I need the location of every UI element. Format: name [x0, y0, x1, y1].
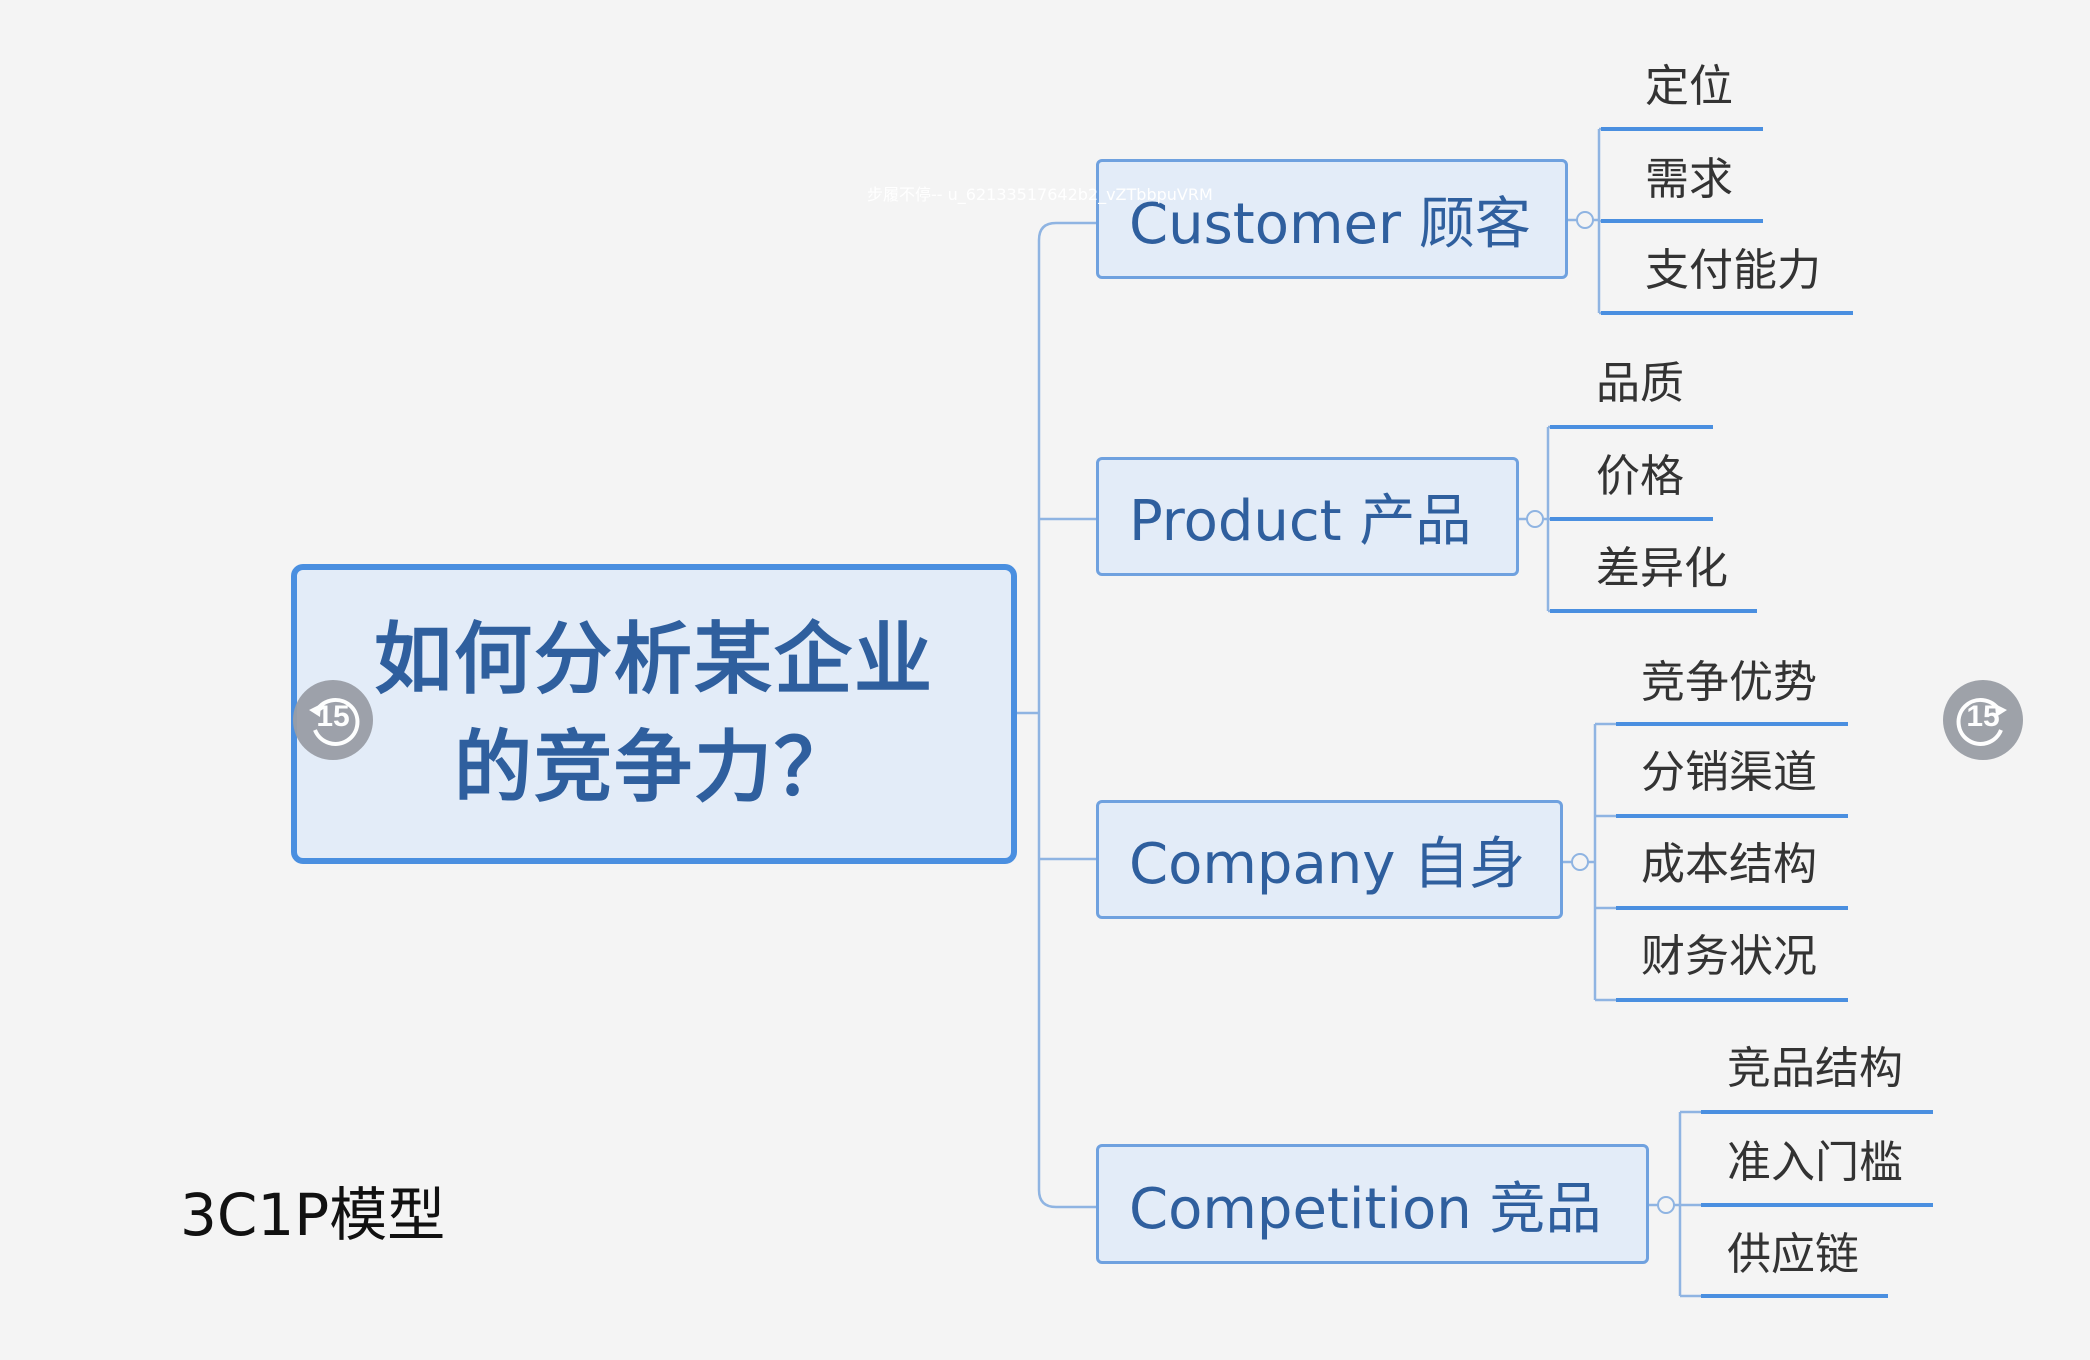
branch-company[interactable]: Company 自身	[1096, 800, 1563, 919]
leaf-financial-status[interactable]: 财务状况	[1641, 931, 1817, 982]
rewind-label: 15	[316, 700, 350, 733]
leaf-quality[interactable]: 品质	[1596, 358, 1684, 409]
branch-customer[interactable]: Customer 顾客	[1096, 159, 1568, 279]
forward-15-icon[interactable]: 15	[1943, 680, 2023, 760]
central-topic[interactable]: 如何分析某企业 的竞争力？	[291, 564, 1017, 864]
central-topic-line1: 如何分析某企业	[373, 615, 934, 705]
forward-arrow-icon	[1956, 697, 2007, 746]
model-label: 3C1P模型	[180, 1181, 446, 1249]
leaf-competitive-advantage[interactable]: 竞争优势	[1641, 657, 1817, 708]
leaf-ability-to-pay[interactable]: 支付能力	[1645, 245, 1821, 296]
collapse-toggle[interactable]	[1526, 510, 1544, 528]
branch-competition[interactable]: Competition 竞品	[1096, 1144, 1649, 1264]
leaf-competitor-structure[interactable]: 竞品结构	[1727, 1043, 1903, 1094]
leaf-cost-structure[interactable]: 成本结构	[1641, 839, 1817, 890]
collapse-toggle[interactable]	[1657, 1196, 1675, 1214]
leaf-differentiation[interactable]: 差异化	[1596, 543, 1728, 594]
rewind-arrow-icon	[309, 697, 360, 746]
leaf-entry-barrier[interactable]: 准入门槛	[1727, 1137, 1903, 1188]
leaf-demand[interactable]: 需求	[1645, 154, 1733, 205]
watermark: 步履不停-- u_62133517642b2_vZTbbpuVRM	[867, 185, 1213, 204]
central-topic-line2: 的竞争力？	[453, 723, 854, 813]
leaf-positioning[interactable]: 定位	[1645, 61, 1733, 112]
leaf-distribution[interactable]: 分销渠道	[1641, 747, 1817, 798]
collapse-toggle[interactable]	[1571, 853, 1589, 871]
collapse-toggle[interactable]	[1576, 211, 1594, 229]
forward-label: 15	[1966, 700, 2000, 733]
leaf-supply-chain[interactable]: 供应链	[1727, 1229, 1859, 1280]
branch-product[interactable]: Product 产品	[1096, 457, 1519, 576]
leaf-price[interactable]: 价格	[1596, 451, 1684, 502]
rewind-15-icon[interactable]: 15	[293, 680, 373, 760]
